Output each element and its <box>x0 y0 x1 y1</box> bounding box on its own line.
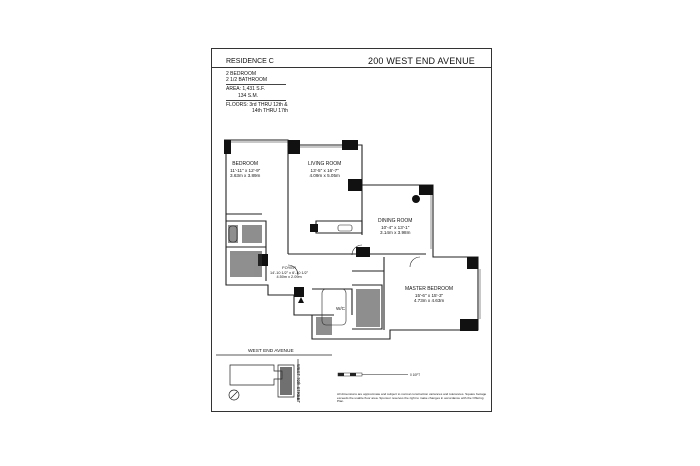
room-dining-name: DINING ROOM <box>378 218 413 224</box>
street-label-horizontal: WEST END AVENUE <box>248 349 294 354</box>
site-plan <box>216 354 332 401</box>
room-master-m: 4.73m x 4.63m <box>413 298 445 303</box>
room-dining-m: 3.14m x 3.98m <box>380 230 411 235</box>
scale-bar <box>337 372 408 377</box>
column <box>348 179 362 191</box>
spec-floors-2: 14th THRU 17th <box>252 108 289 115</box>
floor-plan-sheet: RESIDENCE C 200 WEST END AVENUE 2 BEDROO… <box>211 48 492 412</box>
room-living-name: LIVING ROOM <box>308 161 342 167</box>
room-foyer-m: 4.50m x 2.09m <box>276 275 302 280</box>
header-rule <box>212 67 491 68</box>
spec-bedrooms: 2 BEDROOM <box>226 71 257 77</box>
column <box>460 319 478 331</box>
entrance-arrow <box>298 297 304 303</box>
floor-plan-drawing <box>216 139 481 401</box>
column <box>342 140 358 150</box>
column <box>224 140 231 154</box>
room-dining: DINING ROOM 10'-4" x 13'-1" 3.14m x 3.98… <box>378 218 412 236</box>
room-living-m: 4.09m x 5.05m <box>309 173 340 178</box>
room-bedroom-ft: 11'-11" x 12'-9" <box>230 167 261 173</box>
spec-area-sm: 134 S.M. <box>238 92 259 99</box>
column-round <box>412 195 420 203</box>
street-label-vertical: WEST 70th STREET <box>296 364 301 404</box>
room-living: LIVING ROOM 13'-5" x 16'-7" 4.09m x 5.05… <box>308 161 341 179</box>
column <box>258 254 268 266</box>
room-master-bedroom: MASTER BEDROOM 15'-6" x 15'-3" 4.73m x 4… <box>405 286 453 304</box>
room-living-ft: 13'-5" x 16'-7" <box>310 167 339 173</box>
unit-specs: 2 BEDROOM 2 1/2 BATHROOM AREA: 1,431 S.F… <box>226 71 288 114</box>
room-master-name: MASTER BEDROOM <box>405 286 454 292</box>
column <box>419 185 433 195</box>
exterior-wall <box>224 139 479 340</box>
spec-area-sf: AREA: 1,431 S.F. <box>226 86 265 93</box>
room-foyer: FOYER 14'-10 1/2" x 6'-10 1/2" 4.50m x 2… <box>270 265 309 280</box>
column <box>467 257 478 269</box>
column <box>310 224 318 232</box>
column <box>294 287 304 297</box>
room-dining-ft: 10'-4" x 13'-1" <box>381 224 410 230</box>
column <box>356 247 370 257</box>
room-master-ft: 15'-6" x 15'-3" <box>414 292 444 298</box>
room-foyer-ft: 14'-10 1/2" x 6'-10 1/2" <box>270 270 309 275</box>
residence-title: RESIDENCE C <box>226 58 274 65</box>
room-bedroom-name: BEDROOM <box>232 161 259 167</box>
spec-divider <box>226 84 286 86</box>
spec-floors-1: FLOORS: 3rd THRU 12th & <box>226 101 288 108</box>
room-bedroom: BEDROOM 11'-11" x 12'-9" 3.63m x 3.89m <box>230 161 260 179</box>
room-bedroom-m: 3.63m x 3.89m <box>230 173 261 178</box>
spec-divider <box>226 99 286 101</box>
building-title: 200 WEST END AVENUE <box>368 56 476 66</box>
disclaimer-text: All dimensions are approximate and subje… <box>337 392 487 404</box>
room-foyer-name: FOYER <box>282 265 296 270</box>
column <box>288 140 300 154</box>
room-wc: W/C <box>336 306 345 311</box>
spec-bathrooms: 2 1/2 BATHROOM <box>226 77 268 84</box>
scale-label: 0 10FT <box>410 373 421 377</box>
